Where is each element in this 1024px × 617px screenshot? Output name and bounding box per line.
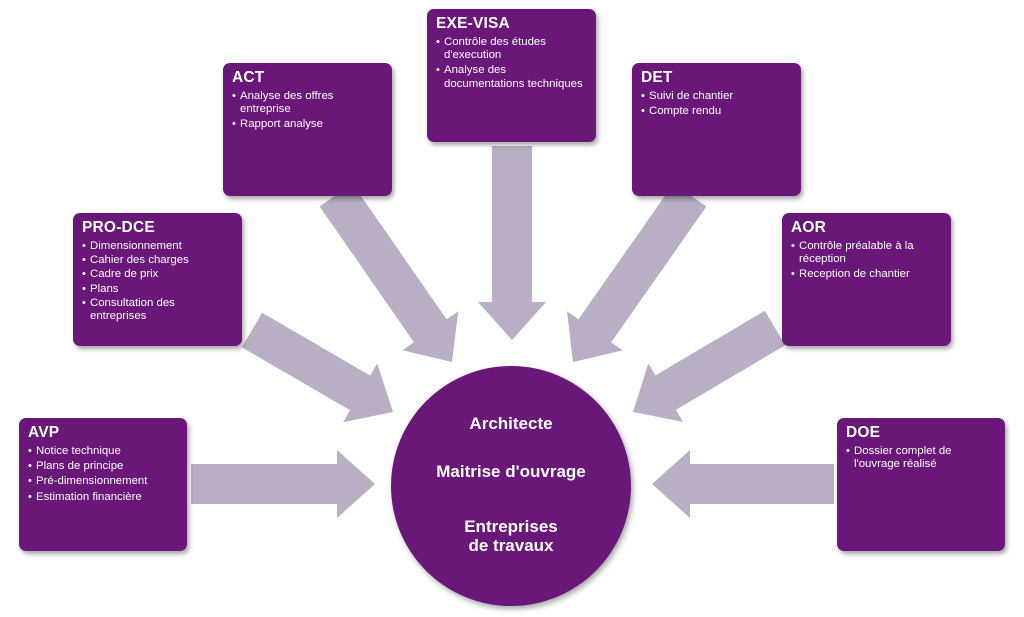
phase-item: Suivi de chantier [641,90,793,103]
phase-item: Analyse des offres entreprise [232,90,384,116]
center-hub-circle: Architecte Maitrise d'ouvrage Entreprise… [391,366,631,606]
phase-items-aor: Contrôle préalable à la réception Recept… [791,240,943,282]
phase-title-exe-visa: EXE-VISA [436,15,510,32]
phase-item: Estimation financière [28,491,179,504]
phase-items-det: Suivi de chantier Compte rendu [641,90,793,119]
arrow-pro-dce [241,312,393,423]
phase-item: Plans de principe [28,460,179,473]
phase-item: Rapport analyse [232,118,384,131]
arrow-aor [633,310,786,422]
phase-item: Cadre de prix [82,268,234,281]
phase-title-pro-dce: PRO-DCE [82,219,155,236]
phase-item: Pré-dimensionnement [28,475,179,488]
phase-item: Notice technique [28,445,179,458]
phase-item: Cahier des charges [82,254,234,267]
phase-title-aor: AOR [791,219,827,236]
arrow-avp [191,450,375,518]
phase-box-aor: AOR Contrôle préalable à la réception Re… [782,213,951,346]
hub-label-entreprises-travaux: Entreprises de travaux [464,517,558,555]
phase-item: Contrôle préalable à la réception [791,240,943,266]
phase-title-avp: AVP [28,424,60,441]
phase-item: Reception de chantier [791,268,943,281]
phase-items-avp: Notice technique Plans de principe Pré-d… [28,445,179,504]
phase-title-act: ACT [232,69,265,86]
phase-items-doe: Dossier complet de l'ouvrage réalisé [846,445,997,471]
phase-box-exe-visa: EXE-VISA Contrôle des études d'execution… [427,9,596,142]
phase-box-avp: AVP Notice technique Plans de principe P… [19,418,187,551]
phase-box-act: ACT Analyse des offres entreprise Rappor… [223,63,392,196]
phase-item: Contrôle des études d'execution [436,36,588,62]
phase-items-pro-dce: Dimensionnement Cahier des charges Cadre… [82,240,234,323]
phase-box-pro-dce: PRO-DCE Dimensionnement Cahier des charg… [73,213,242,346]
arrow-act [319,183,459,362]
phase-title-det: DET [641,69,673,86]
hub-label-maitrise-ouvrage: Maitrise d'ouvrage [436,462,586,481]
phase-item: Analyse des documentations techniques [436,64,588,90]
phase-items-act: Analyse des offres entreprise Rapport an… [232,90,384,132]
arrow-exe-visa [478,146,546,340]
phase-item: Dimensionnement [82,240,234,253]
phase-items-exe-visa: Contrôle des études d'execution Analyse … [436,36,588,91]
phase-item: Dossier complet de l'ouvrage réalisé [846,445,997,471]
arrow-doe [652,450,834,518]
phase-item: Compte rendu [641,105,793,118]
hub-label-architecte: Architecte [469,414,553,433]
phase-box-det: DET Suivi de chantier Compte rendu [632,63,801,196]
phase-item: Consultation des entreprises [82,297,234,323]
phase-box-doe: DOE Dossier complet de l'ouvrage réalisé [837,418,1005,551]
arrow-det [567,183,707,362]
phase-title-doe: DOE [846,424,881,441]
phase-item: Plans [82,283,234,296]
